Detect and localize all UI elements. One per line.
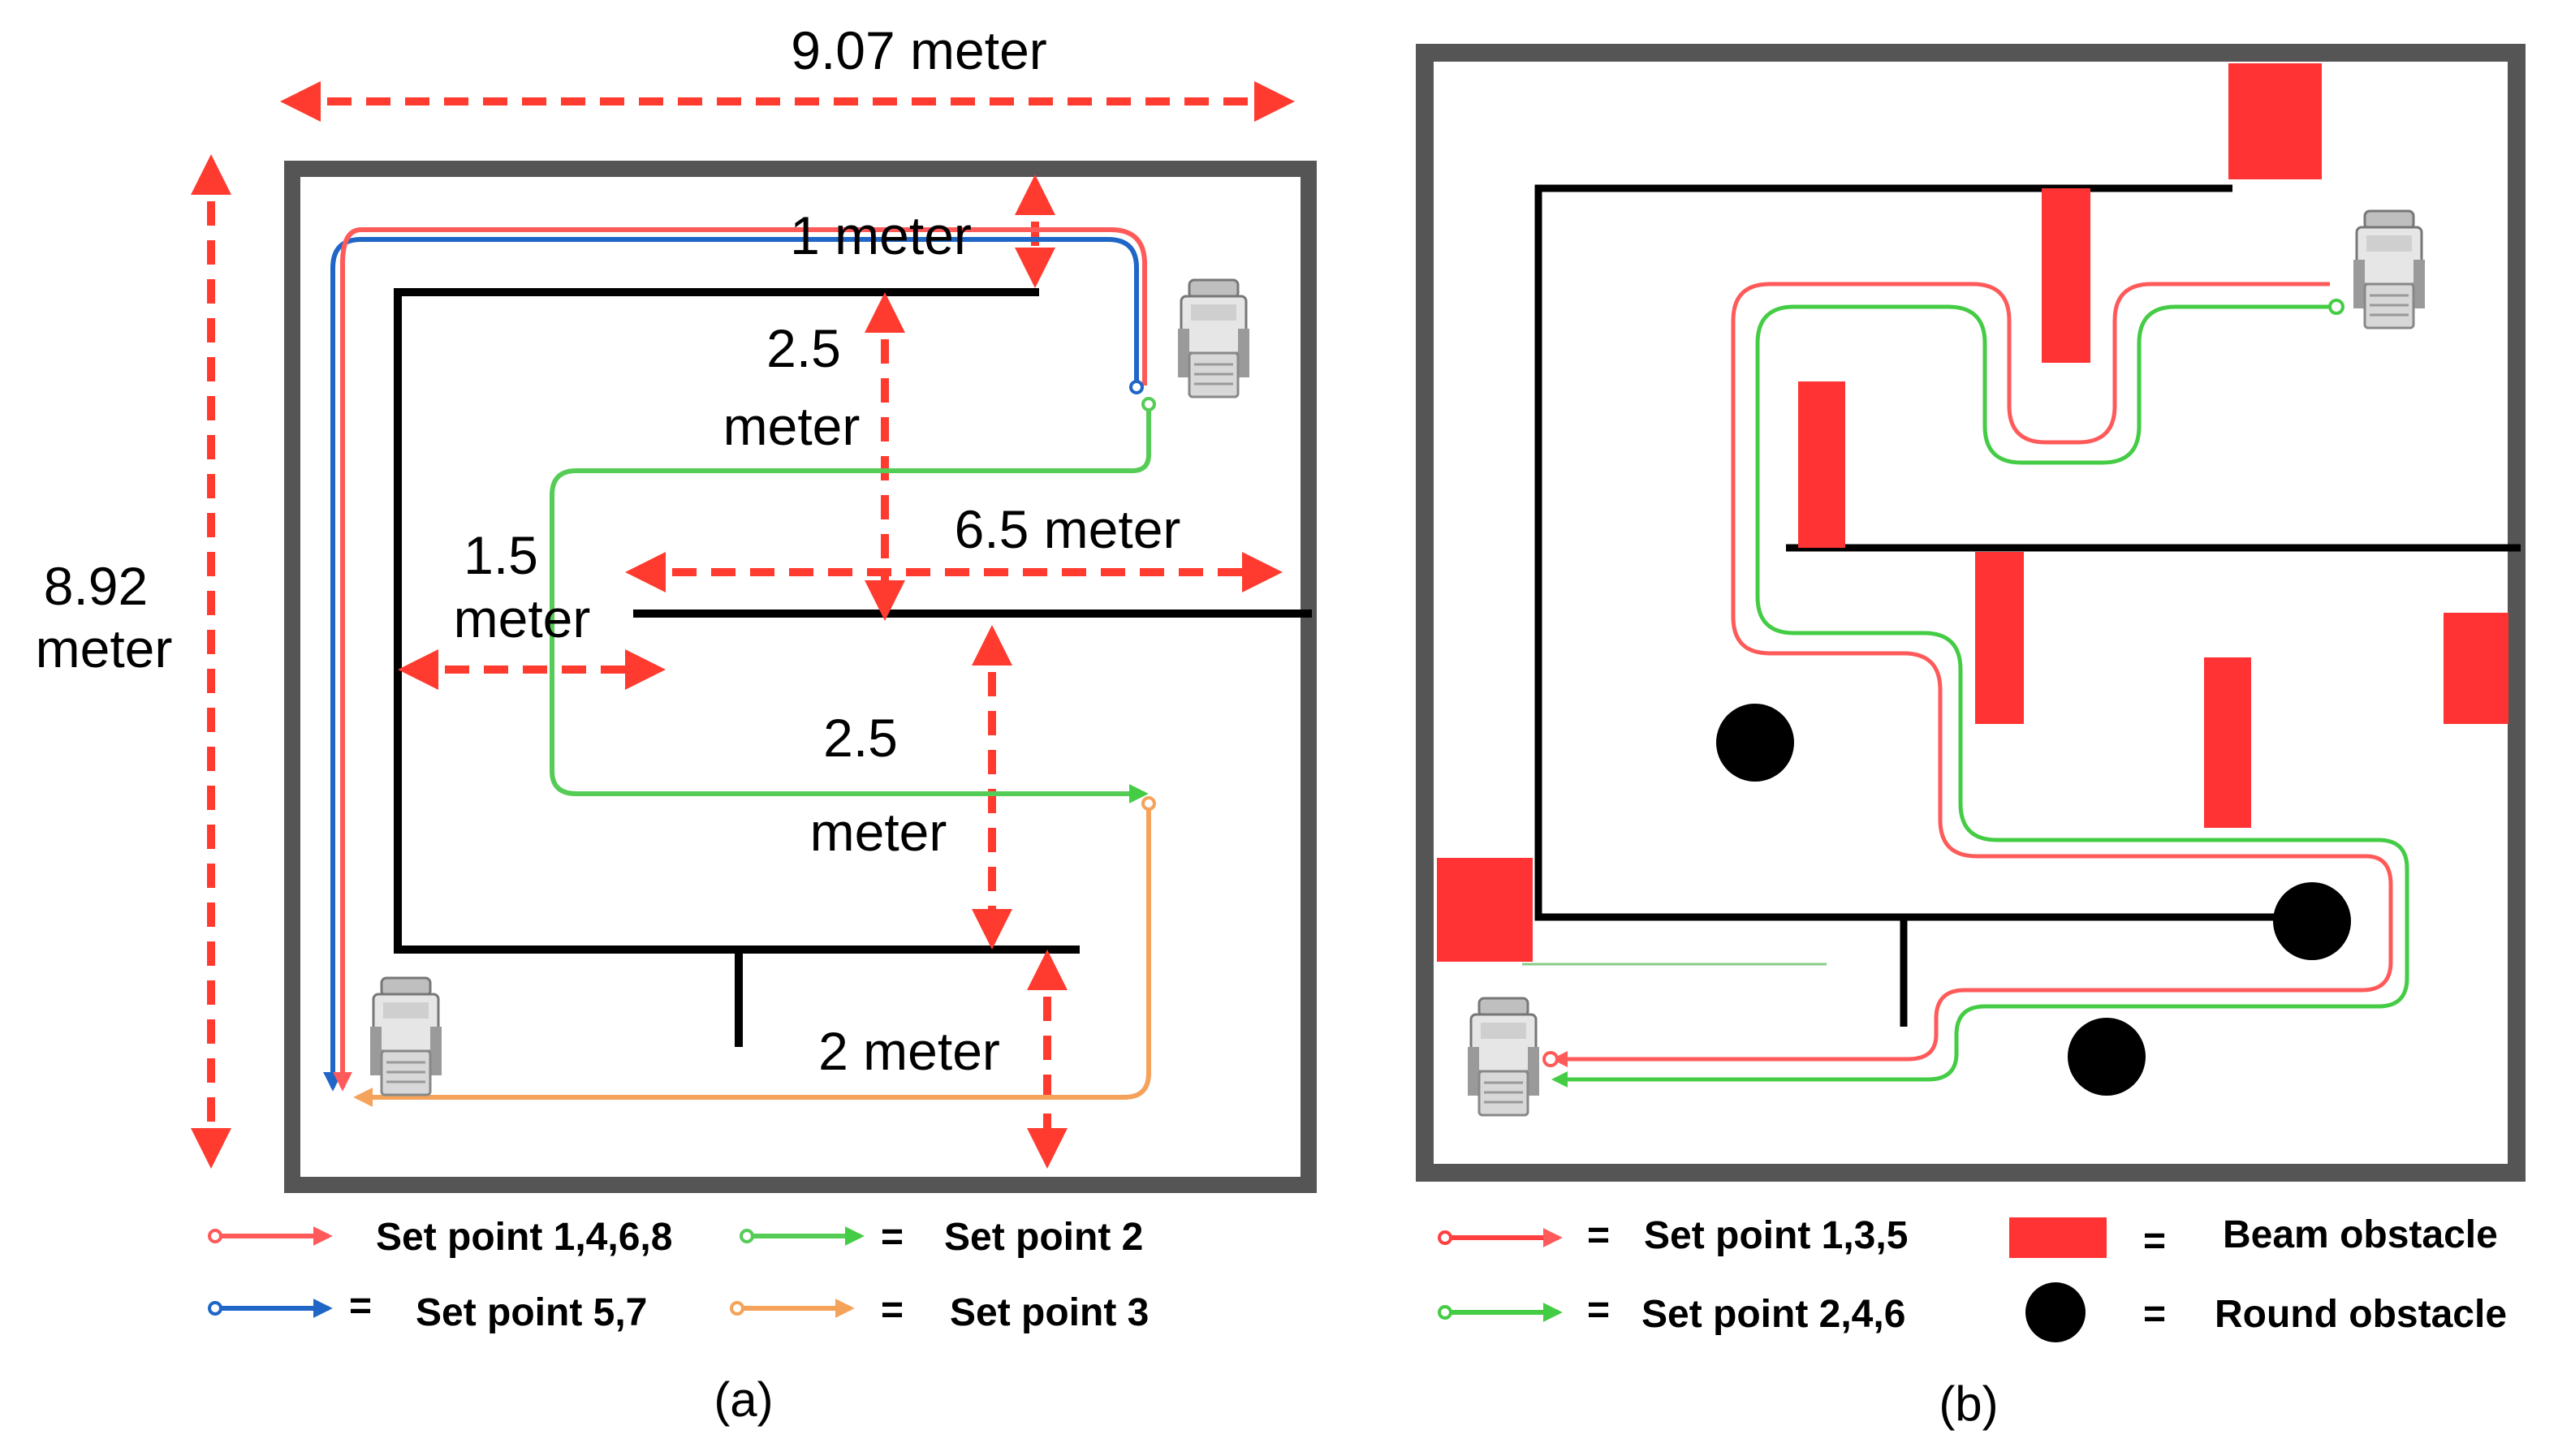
legend-label: Set point 3: [950, 1291, 1149, 1334]
legend-equals: =: [2143, 1220, 2166, 1263]
dim-bottom-gap-label: 2 meter: [818, 1021, 1000, 1081]
round-obstacle: [2068, 1018, 2146, 1096]
legend-label: Beam obstacle: [2223, 1213, 2498, 1256]
dim-width-label: 9.07 meter: [791, 20, 1047, 80]
panel-a: 9.07 meter 8.92 meter 1 meter 2.5 meter …: [36, 20, 1317, 1427]
path-set-point-3: [357, 803, 1151, 1097]
legend-item: = Set point 1,3,5: [1438, 1214, 1908, 1257]
panel-a-caption: (a): [714, 1372, 773, 1427]
beam-obstacle: [2042, 188, 2090, 363]
panel-b-partitions: [1534, 184, 2521, 1027]
path-set-point-5-7: [323, 237, 1139, 1092]
beam-obstacle: [1437, 858, 1533, 962]
dim-span-label: 6.5 meter: [955, 499, 1181, 559]
beam-obstacle: [2204, 657, 2251, 828]
panel-a-partitions: [394, 288, 1312, 1047]
panel-a-legend: Set point 1,4,6,8 = Set point 2 = Set po…: [208, 1216, 1149, 1334]
legend-item: = Beam obstacle: [2009, 1213, 2498, 1263]
panel-a-outer-wall: [284, 161, 1317, 1193]
dim-height-unit: meter: [36, 618, 173, 678]
beam-obstacle: [1975, 552, 2024, 724]
robot-icon: [369, 976, 443, 1096]
dim-one-meter-label: 1 meter: [790, 205, 972, 265]
path-set-point-1-4-6-8: [333, 227, 1147, 1092]
round-obstacle: [2273, 882, 2351, 960]
legend-item: = Round obstacle: [2025, 1282, 2507, 1342]
legend-equals: =: [881, 1289, 904, 1332]
dim-left-gap-number: 1.5: [464, 525, 538, 585]
path-set-point-2: [550, 402, 1151, 803]
legend-equals: =: [349, 1285, 372, 1328]
legend-label: Round obstacle: [2215, 1293, 2507, 1336]
legend-equals: =: [881, 1216, 904, 1259]
beam-obstacle: [2228, 63, 2322, 179]
panel-b: = Set point 1,3,5 = Set point 2,4,6 = Be…: [1416, 44, 2526, 1431]
robot-icon: [1466, 997, 1541, 1117]
round-obstacle-swatch: [2025, 1282, 2086, 1342]
legend-label: Set point 2,4,6: [1641, 1293, 1905, 1336]
legend-item: = Set point 2: [740, 1216, 1143, 1259]
panel-b-outer-wall: [1416, 44, 2526, 1182]
panel-b-legend: = Set point 1,3,5 = Set point 2,4,6 = Be…: [1438, 1213, 2507, 1342]
robot-icon: [2352, 209, 2426, 330]
legend-label: Set point 5,7: [416, 1291, 647, 1334]
legend-item: = Set point 2,4,6: [1438, 1289, 1905, 1336]
panel-b-caption: (b): [1939, 1376, 1998, 1431]
legend-item: = Set point 3: [730, 1289, 1149, 1334]
legend-label: Set point 1,4,6,8: [376, 1216, 672, 1259]
beam-obstacle-swatch: [2009, 1217, 2107, 1258]
robot-icon: [1176, 278, 1251, 398]
path-set-point-1-3-5: [1551, 282, 2393, 1067]
legend-item: Set point 1,4,6,8: [208, 1216, 672, 1259]
panel-a-dimension-arrows: [191, 81, 1295, 1169]
legend-equals: =: [2143, 1293, 2166, 1336]
dim-left-gap-unit: meter: [454, 588, 591, 648]
panel-b-beam-obstacles: [1437, 63, 2508, 962]
legend-equals: =: [1587, 1289, 1610, 1332]
legend-label: Set point 2: [944, 1216, 1143, 1259]
panel-b-paths: [1551, 282, 2409, 1088]
dim-height-number: 8.92: [44, 556, 148, 616]
dim-mid-gap-number: 2.5: [823, 708, 898, 768]
legend-equals: =: [1587, 1214, 1610, 1257]
dim-mid-gap-unit: meter: [810, 802, 947, 862]
beam-obstacle: [2444, 613, 2508, 724]
dim-top-gap-unit: meter: [723, 396, 861, 456]
legend-item: = Set point 5,7: [208, 1285, 647, 1334]
dim-top-gap-number: 2.5: [766, 318, 841, 378]
panel-a-paths: [323, 227, 1151, 1097]
round-obstacle: [1716, 704, 1794, 782]
path-set-point-2-4-6: [1551, 304, 2409, 1088]
legend-label: Set point 1,3,5: [1644, 1214, 1908, 1257]
beam-obstacle: [1798, 381, 1845, 548]
panel-b-round-obstacles: [1716, 704, 2351, 1096]
